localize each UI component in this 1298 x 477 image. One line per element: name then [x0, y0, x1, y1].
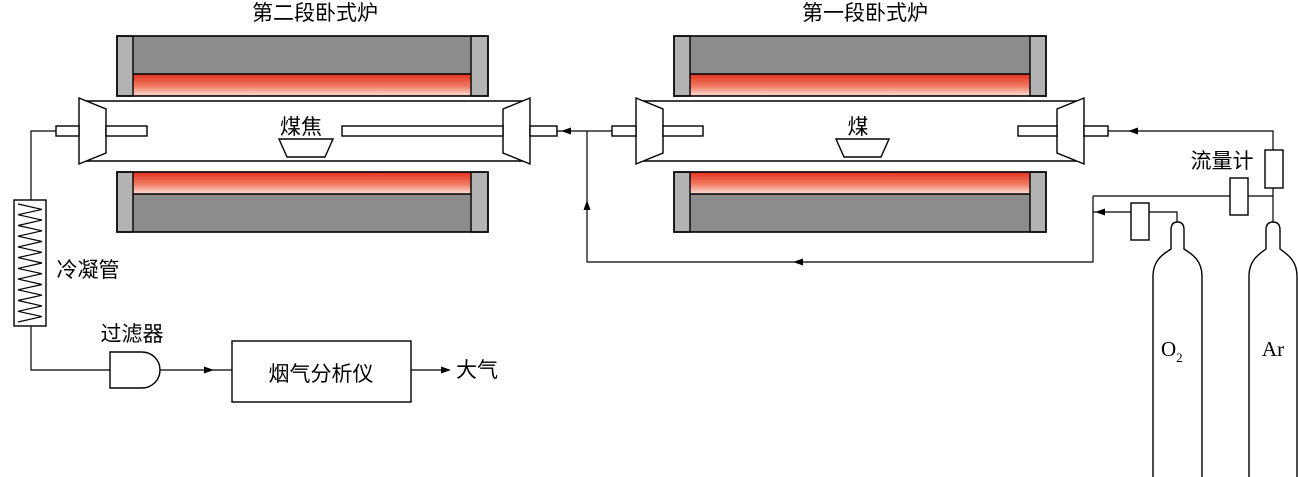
atmosphere-label: 大气 [456, 358, 498, 382]
inter-stage-piping [557, 127, 1094, 266]
ar-branch-flowmeter [1229, 177, 1249, 216]
heating-element [690, 172, 1030, 194]
heating-element [690, 74, 1030, 96]
furnace-outline [673, 35, 1047, 97]
o2-flowmeter [1130, 202, 1150, 241]
furnace-outline [116, 35, 489, 97]
furnace-outline [116, 171, 489, 233]
char-sample-label: 煤焦 [280, 115, 322, 139]
o2-cylinder [1152, 221, 1203, 477]
furnace-end-cap-right [1029, 35, 1047, 97]
condenser-label: 冷凝管 [57, 258, 120, 282]
furnace-body [690, 194, 1030, 232]
second-furnace-bottom-heater [116, 171, 489, 233]
first-furnace-bottom-heater [673, 171, 1047, 233]
first-furnace: 煤 [611, 35, 1109, 233]
second-tube-outlet-stub [55, 125, 80, 137]
second-furnace: 煤焦 [55, 35, 558, 233]
ar-main-pipe [1108, 130, 1274, 222]
coal-sample-boat [834, 138, 891, 158]
furnace-end-cap-left [116, 171, 134, 233]
filter [109, 351, 161, 389]
arrow-left-icon [1128, 127, 1138, 135]
arrow-up-icon [583, 200, 591, 210]
furnace-end-cap-right [470, 35, 489, 97]
furnace-end-cap-left [673, 35, 691, 97]
furnace-end-cap-right [470, 171, 489, 233]
condenser-coil [17, 203, 43, 323]
arrow-left-icon [1095, 208, 1105, 216]
condenser-to-filter-pipe [30, 326, 110, 371]
second-tube-right-stopper [502, 96, 531, 166]
furnace-body [690, 36, 1030, 74]
arrow-right-icon [204, 366, 214, 374]
furnace-outline [673, 171, 1047, 233]
analyzer-label: 烟气分析仪 [269, 362, 374, 386]
filter-label: 过滤器 [101, 322, 164, 346]
gas-supply: 流量计 O2 Ar [1093, 127, 1298, 477]
exhaust-pipe-to-condenser [30, 130, 56, 200]
first-tube-right-stopper [1056, 96, 1085, 166]
arrow-left-icon [793, 258, 803, 266]
flue-gas-analyzer [231, 340, 412, 403]
second-tube-left-rod [105, 125, 148, 137]
second-furnace-top-heater [116, 35, 489, 97]
coal-sample-label: 煤 [848, 115, 869, 139]
first-tube-left-stopper [635, 96, 664, 166]
arrow-left-icon [561, 127, 571, 135]
bypass-gas-pipe [586, 131, 1094, 263]
ar-cylinder [1248, 221, 1298, 477]
first-tube-inlet-stub [1083, 125, 1109, 137]
first-tube-outlet-stub [611, 125, 637, 137]
arrow-right-icon [441, 366, 451, 374]
second-tube-right-rod [341, 125, 504, 137]
first-furnace-top-heater [673, 35, 1047, 97]
furnace-body [133, 36, 471, 74]
o2-pipe [1093, 211, 1178, 222]
furnace-body [133, 194, 471, 232]
o2-cylinder-label: O2 [1161, 337, 1183, 365]
furnace-end-cap-left [673, 171, 691, 233]
second-tube-left-stopper [78, 96, 107, 166]
first-furnace-title: 第一段卧式炉 [802, 1, 928, 25]
first-tube-right-rod [1017, 125, 1058, 137]
ar-main-flowmeter [1264, 149, 1284, 189]
furnace-end-cap-right [1029, 171, 1047, 233]
o2-subscript: 2 [1176, 350, 1183, 365]
second-tube-inlet-stub [529, 125, 558, 137]
flowmeter-label: 流量计 [1191, 149, 1254, 173]
second-furnace-title: 第二段卧式炉 [252, 1, 378, 25]
ar-cylinder-label: Ar [1262, 337, 1284, 361]
char-sample-boat [277, 138, 335, 158]
exhaust-train: 冷凝管 过滤器 烟气分析仪 大气 [13, 130, 498, 403]
heating-element [133, 74, 471, 96]
o2-symbol: O [1161, 337, 1176, 361]
first-tube-left-rod [662, 125, 704, 137]
furnace-end-cap-left [116, 35, 134, 97]
heating-element [133, 172, 471, 194]
